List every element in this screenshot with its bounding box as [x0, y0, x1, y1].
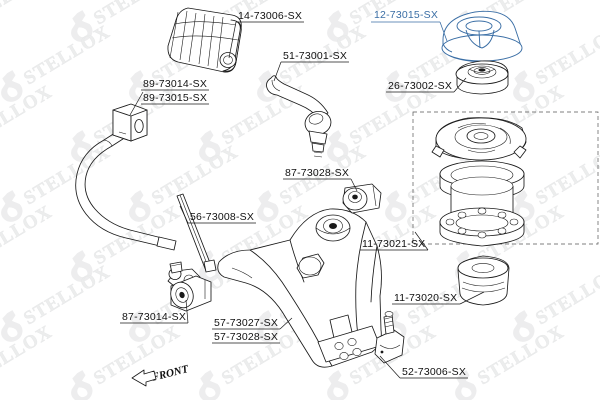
- part-strut-mount-bearing: [455, 60, 509, 95]
- front-arrow-icon: [131, 369, 157, 387]
- part-label-tie-rod-end: 51-73001-SX: [283, 50, 348, 62]
- part-control-arm-rear-bushing: [342, 183, 382, 214]
- part-label-control-arm-rear-bushing: 87-73028-SX: [285, 167, 350, 179]
- part-label-stabilizer-bushing-a: 89-73014-SX: [143, 78, 208, 90]
- part-label-steering-rack-boot: 14-73006-SX: [238, 10, 303, 22]
- part-label-control-arm-right: 57-73028-SX: [214, 331, 279, 343]
- part-control-arm: [217, 208, 382, 368]
- part-label-strut-spring-seat: 12-73015-SX: [374, 9, 439, 21]
- part-label-strut-mount-bearing: 26-73002-SX: [388, 80, 453, 92]
- part-label-control-arm-front-bushing: 87-73014-SX: [122, 311, 187, 323]
- part-label-stabilizer-bushing-b: 89-73015-SX: [143, 92, 208, 104]
- part-control-arm-front-bushing: [170, 275, 212, 312]
- part-control-arm-pivot-bushing: [315, 214, 351, 242]
- part-bearing-ring: [439, 207, 525, 247]
- part-tie-rod-end: [266, 75, 332, 158]
- part-label-stabilizer-link: 56-73008-SX: [190, 211, 255, 223]
- part-label-strut-mount-kit: 11-73021-SX: [362, 238, 426, 250]
- part-label-lower-ball-joint: 52-73006-SX: [402, 366, 467, 378]
- leader-lines: [120, 21, 485, 379]
- part-label-bump-stop: 11-73020-SX: [394, 292, 458, 304]
- part-stabilizer-bushing: [112, 103, 148, 142]
- part-label-control-arm-left: 57-73027-SX: [214, 317, 279, 329]
